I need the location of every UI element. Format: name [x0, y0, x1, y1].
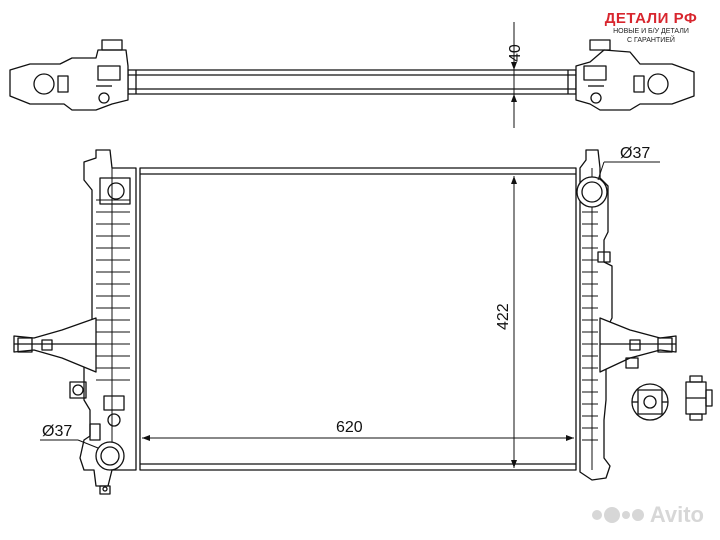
brand-subtitle-line1: НОВЫЕ И Б/У ДЕТАЛИ [613, 28, 689, 35]
top-left-mount-hole [33, 73, 55, 95]
left-top-drain-circle [107, 182, 125, 200]
brand-title: ДЕТАЛИ РФ [604, 10, 698, 27]
drain-cap-detail [685, 375, 713, 421]
avito-watermark-text: Avito [649, 502, 704, 527]
height-dimension-label: 422 [495, 303, 512, 330]
width-dimension-label: 620 [336, 419, 363, 436]
left-outlet-pipe [95, 441, 125, 471]
inlet-diameter-label: Ø37 [620, 145, 650, 162]
outlet-diameter-label: Ø37 [42, 423, 72, 440]
top-view [9, 22, 695, 128]
depth-dimension-label: 40 [507, 44, 524, 62]
drain-plug-detail [631, 383, 669, 421]
avito-watermark: Avito [591, 502, 704, 528]
brand-logo: ДЕТАЛИ РФ НОВЫЕ И Б/У ДЕТАЛИ С ГАРАНТИЕЙ [596, 10, 706, 45]
top-right-mount-hole [647, 73, 669, 95]
brand-subtitle-line2: С ГАРАНТИЕЙ [627, 37, 675, 44]
avito-dots-icon [591, 507, 644, 523]
front-view [13, 149, 713, 495]
